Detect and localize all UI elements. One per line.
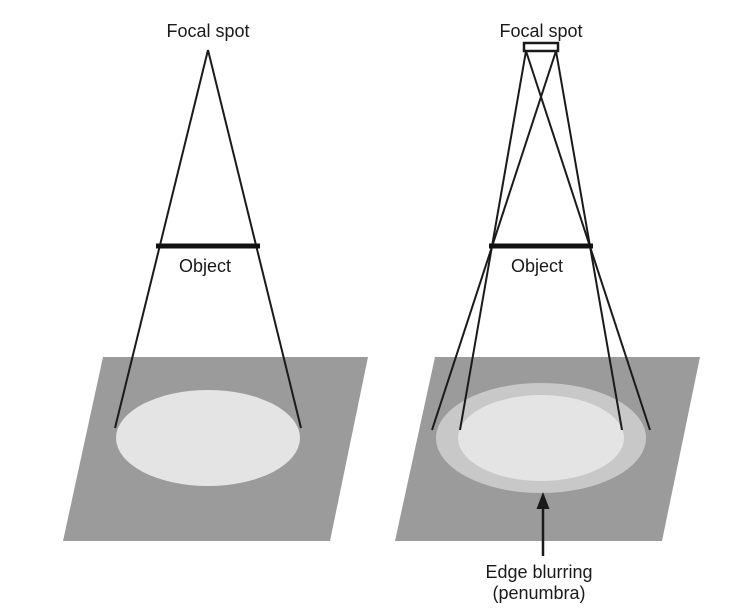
right-object-label: Object	[511, 256, 563, 276]
right-ray-outer-right	[525, 50, 651, 431]
edge-blurring-arrow-head	[536, 492, 550, 509]
focal-spot-rect	[522, 41, 560, 53]
left-object-label: Object	[179, 256, 231, 276]
right-diagram: Focal spot Object Edge blurring (penumbr…	[395, 21, 700, 603]
edge-blurring-label-line1: Edge blurring	[485, 562, 592, 582]
left-focal-spot-label: Focal spot	[166, 21, 249, 41]
left-diagram: Focal spot Object	[63, 21, 368, 541]
umbra-image-ellipse	[458, 395, 624, 481]
left-ray-left	[114, 49, 209, 429]
left-sharp-image-ellipse	[116, 390, 300, 486]
right-focal-spot-label: Focal spot	[499, 21, 582, 41]
edge-blurring-label-line2: (penumbra)	[492, 583, 585, 603]
right-ray-inner-left	[459, 50, 527, 431]
left-ray-right	[207, 49, 302, 429]
